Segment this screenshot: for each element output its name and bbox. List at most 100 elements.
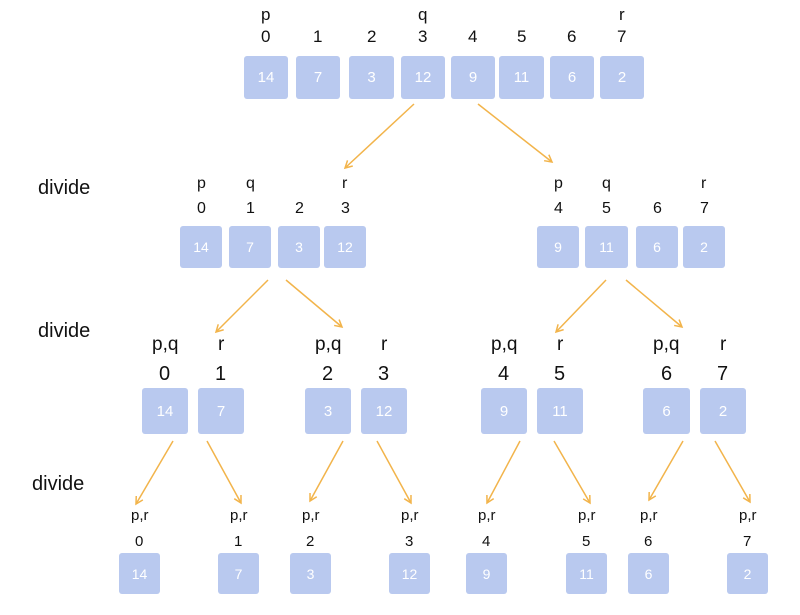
array-cell: 14: [244, 56, 288, 99]
array-cell: 7: [198, 388, 244, 434]
index-label: 3: [405, 533, 414, 550]
array-cell: 9: [537, 226, 579, 268]
array-cell: 3: [290, 553, 331, 594]
pointer-label: p,r: [739, 507, 757, 524]
array-cell: 11: [585, 226, 628, 268]
pointer-label: q: [246, 175, 255, 192]
index-label: 6: [567, 27, 577, 46]
index-label: 5: [602, 200, 611, 217]
divide-arrow: [714, 440, 751, 504]
pointer-label: p: [197, 175, 206, 192]
array-cell: 9: [481, 388, 527, 434]
array-cell: 12: [401, 56, 445, 99]
array-cell: 3: [278, 226, 320, 268]
array-cell: 3: [305, 388, 351, 434]
pointer-label: r: [342, 175, 348, 192]
array-cell: 11: [566, 553, 607, 594]
array-cell: 2: [700, 388, 746, 434]
index-label: 7: [617, 27, 627, 46]
pointer-label: r: [701, 175, 707, 192]
array-cell: 14: [119, 553, 160, 594]
index-label: 1: [313, 27, 323, 46]
index-label: 4: [554, 200, 563, 217]
array-cell: 3: [349, 56, 394, 99]
array-cell: 7: [296, 56, 340, 99]
divide-arrow: [648, 440, 684, 502]
pointer-label: q: [418, 5, 428, 24]
pointer-label: r: [381, 334, 388, 355]
divide-arrow: [135, 440, 174, 506]
array-cell: 6: [628, 553, 669, 594]
index-label: 5: [554, 363, 566, 385]
array-cell: 9: [451, 56, 495, 99]
array-cell: 2: [600, 56, 644, 99]
index-label: 1: [246, 200, 255, 217]
index-label: 6: [644, 533, 653, 550]
stage-label-divide-1: divide: [38, 177, 91, 199]
pointer-label: p,r: [478, 507, 496, 524]
array-cell: 11: [499, 56, 544, 99]
pointer-label: r: [619, 5, 625, 24]
pointer-label: q: [602, 175, 611, 192]
pointer-label: p,q: [152, 334, 179, 355]
index-label: 2: [295, 200, 304, 217]
pointer-label: p,r: [578, 507, 596, 524]
index-label: 7: [717, 363, 729, 385]
pointer-label: r: [218, 334, 225, 355]
index-label: 4: [498, 363, 510, 385]
index-label: 1: [215, 363, 227, 385]
divide-arrow: [553, 440, 591, 505]
index-label: 4: [468, 27, 478, 46]
array-cell: 11: [537, 388, 583, 434]
stage-label-divide-2: divide: [38, 320, 91, 342]
index-label: 3: [378, 363, 390, 385]
index-label: 2: [367, 27, 377, 46]
pointer-label: r: [720, 334, 727, 355]
divide-arrow: [554, 279, 607, 334]
pointer-label: p,r: [401, 507, 419, 524]
array-cell: 12: [324, 226, 366, 268]
array-cell: 12: [389, 553, 430, 594]
pointer-label: p,q: [653, 334, 680, 355]
index-label: 2: [322, 363, 334, 385]
index-label: 1: [234, 533, 243, 550]
index-label: 0: [197, 200, 206, 217]
index-label: 5: [517, 27, 527, 46]
pointer-label: p,q: [315, 334, 342, 355]
divide-arrow: [309, 440, 344, 503]
pointer-label: p,r: [302, 507, 320, 524]
index-label: 7: [700, 200, 709, 217]
array-cell: 6: [643, 388, 690, 434]
index-label: 7: [743, 533, 752, 550]
pointer-label: p: [554, 175, 563, 192]
pointer-label: p,r: [131, 507, 149, 524]
index-label: 2: [306, 533, 315, 550]
stage-label-divide-3: divide: [32, 473, 85, 495]
pointer-label: p,r: [640, 507, 658, 524]
pointer-label: p: [261, 5, 271, 24]
pointer-label: r: [557, 334, 564, 355]
divide-arrow: [625, 279, 684, 329]
array-cell: 7: [218, 553, 259, 594]
array-cell: 2: [683, 226, 725, 268]
divide-arrow: [343, 103, 415, 170]
array-cell: 6: [636, 226, 678, 268]
index-label: 0: [135, 533, 144, 550]
index-label: 0: [159, 363, 171, 385]
index-label: 0: [261, 27, 271, 46]
array-cell: 6: [550, 56, 594, 99]
divide-arrow: [477, 103, 554, 163]
array-cell: 9: [466, 553, 507, 594]
array-cell: 2: [727, 553, 768, 594]
index-label: 5: [582, 533, 591, 550]
divide-arrow: [285, 279, 344, 329]
array-cell: 14: [142, 388, 188, 434]
array-cell: 12: [361, 388, 407, 434]
divide-arrow: [214, 279, 269, 334]
index-label: 3: [341, 200, 350, 217]
pointer-label: p,r: [230, 507, 248, 524]
index-label: 3: [418, 27, 428, 46]
pointer-label: p,q: [491, 334, 518, 355]
array-cell: 7: [229, 226, 271, 268]
